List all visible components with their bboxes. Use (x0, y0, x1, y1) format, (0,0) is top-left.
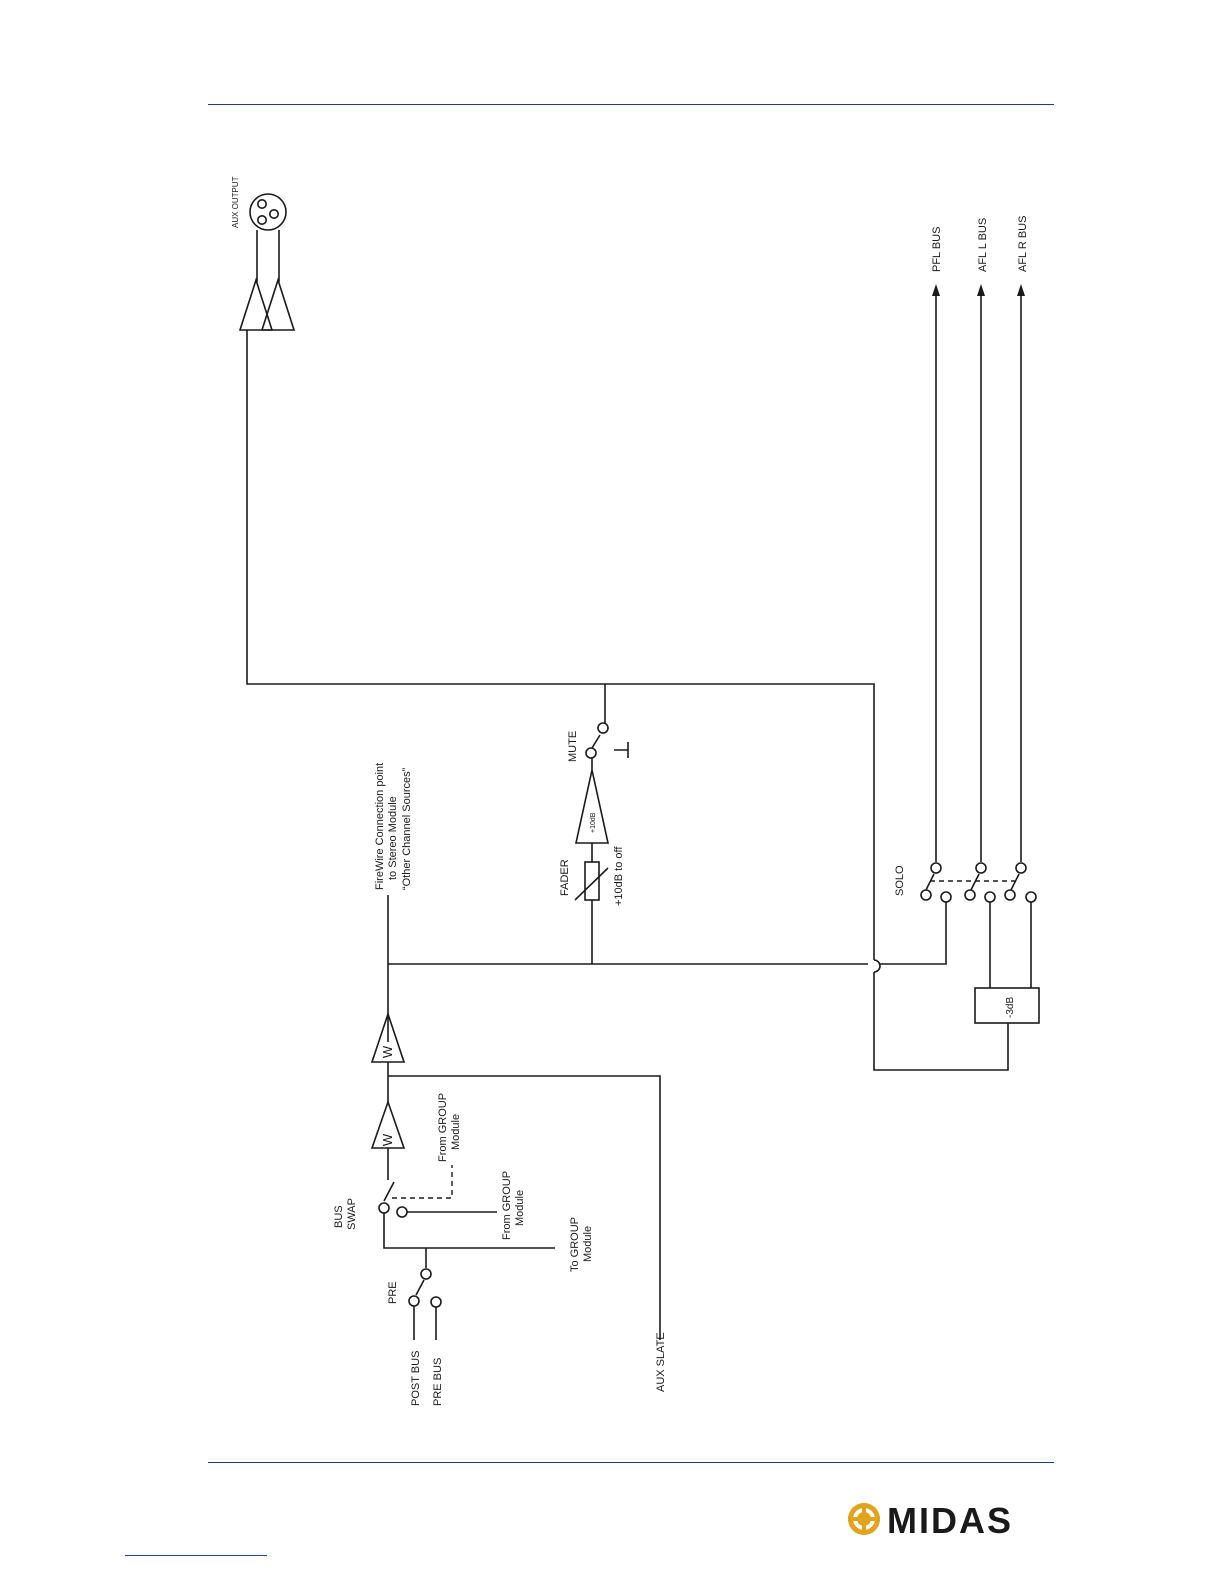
mute-switch-contact (598, 723, 608, 733)
attenuator-label: -3dB (1005, 997, 1016, 1018)
afl-l-bus-label: AFL L BUS (977, 218, 989, 272)
xlr-connector-icon (250, 194, 286, 282)
to-group-line2: Module (582, 1226, 594, 1262)
afl-r-bus-label: AFL R BUS (1017, 216, 1029, 272)
from-group-2-line1: From GROUP (501, 1171, 513, 1240)
arrow-up-icon (932, 284, 940, 296)
arrow-up-icon (977, 284, 985, 296)
firewire-label-line3: “Other Channel Sources” (401, 767, 413, 890)
amplifier-w-label: W (380, 1045, 395, 1058)
bus-swap-line1: BUS (333, 1205, 345, 1228)
ground-icon (614, 742, 628, 758)
amplifier-w-label: W (380, 1133, 395, 1146)
mute-label: MUTE (567, 731, 579, 762)
amp-gain-label: +10dB (590, 812, 597, 833)
wire-crossover (874, 960, 880, 972)
arrow-up-icon (1017, 284, 1025, 296)
solo-label: SOLO (894, 865, 906, 896)
variable-arrow-icon (575, 868, 608, 900)
output-wire-return (874, 972, 1008, 1070)
pre-label: PRE (387, 1281, 399, 1304)
from-group-1-line2: Module (450, 1114, 462, 1150)
midas-logo-text: MIDAS (887, 1500, 1013, 1538)
pre-bus-label: PRE BUS (432, 1358, 444, 1406)
midas-logo: MIDAS (845, 1500, 1057, 1538)
from-group-2-line2: Module (514, 1190, 526, 1226)
firewire-label-line1: FireWire Connection point (374, 763, 386, 890)
aux-slate-label: AUX SLATE (655, 1332, 667, 1392)
pfl-bus-label: PFL BUS (931, 227, 943, 272)
from-group-1-line1: From GROUP (437, 1093, 449, 1162)
firewire-label-line2: to Stereo Module (387, 796, 399, 880)
bus-swap-link (392, 1165, 452, 1198)
mute-switch-contact (586, 748, 596, 758)
pre-switch-icon (416, 1280, 424, 1295)
fader-label: FADER (559, 859, 571, 896)
midas-logo-icon (848, 1503, 880, 1535)
bus-swap-line2: SWAP (346, 1198, 358, 1230)
post-bus-label: POST BUS (410, 1351, 422, 1406)
solo-switch-bank (921, 863, 1036, 988)
output-amplifier-icon (240, 280, 294, 330)
footer-link-underline (125, 1555, 267, 1556)
aux-output-label: AUX OUTPUT (231, 176, 240, 228)
fader-range-label: +10dB to off (613, 846, 625, 906)
fader-resistor-icon (585, 862, 599, 900)
mute-switch-icon (592, 735, 600, 748)
to-group-line1: To GROUP (569, 1217, 581, 1272)
